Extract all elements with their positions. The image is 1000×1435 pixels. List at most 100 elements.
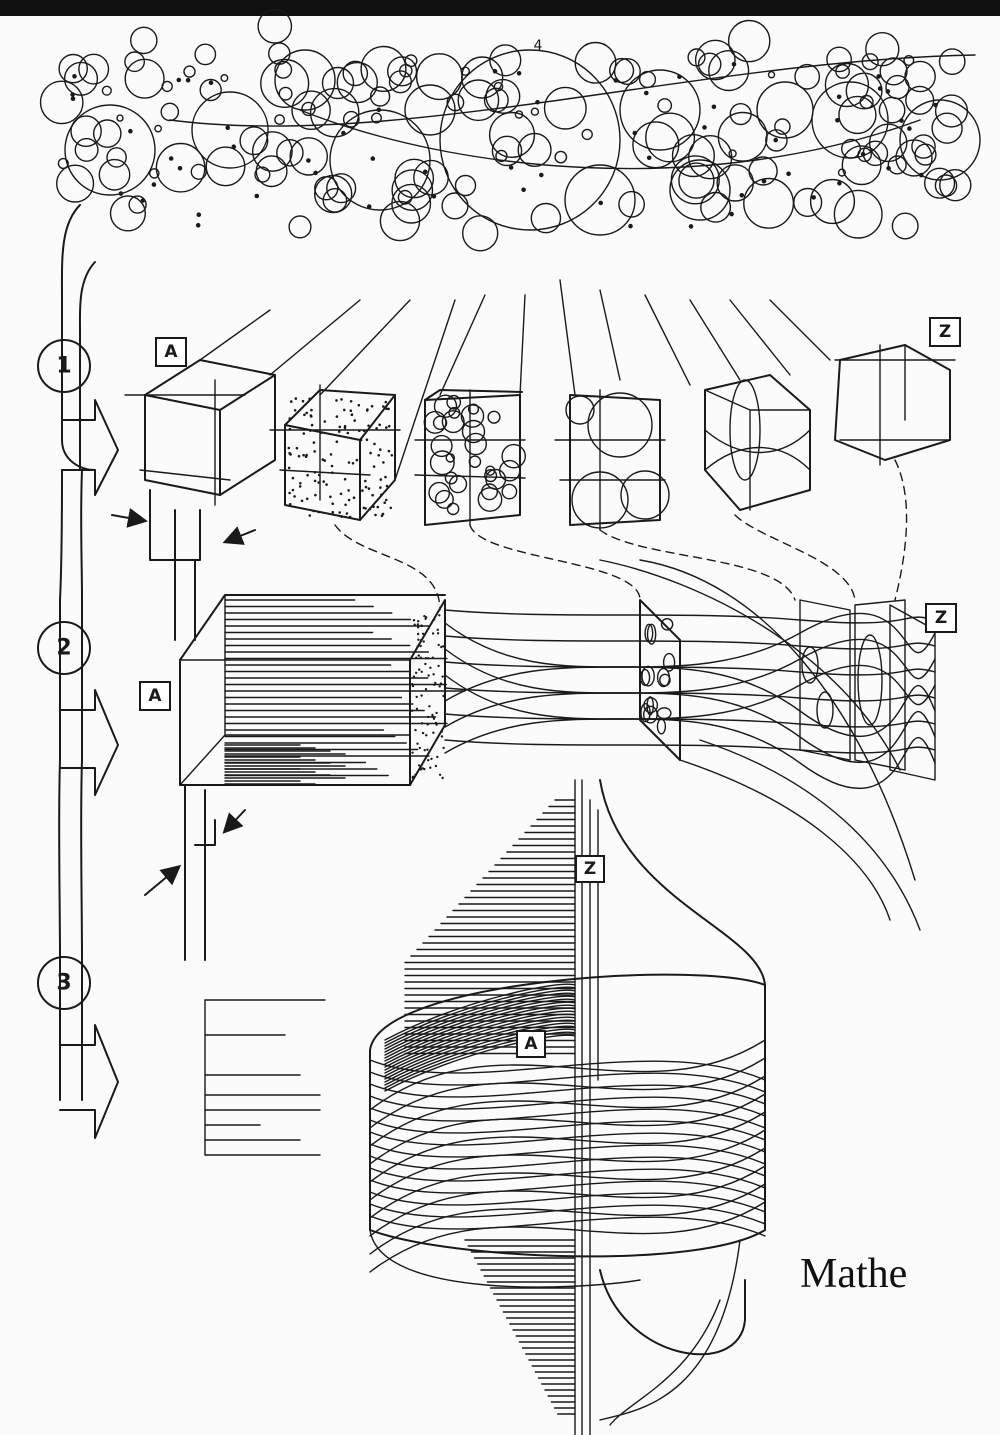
speckle [294,397,298,400]
speckle [330,464,334,468]
speckle [313,471,317,474]
bubble [581,128,593,141]
cube-bubble [434,489,454,509]
speckle [353,419,357,422]
bubble [379,200,421,242]
bubble [64,104,156,196]
band-top-line [384,1022,576,1080]
speckle [288,503,292,506]
bubble [267,42,291,65]
bubble-dot [128,128,133,134]
bubble [618,190,645,218]
bubble-dot [118,191,124,196]
speckle [301,399,305,403]
panel-speckle [431,656,434,659]
speckle [348,515,352,519]
bubble [765,129,788,152]
speckle [331,471,334,475]
panel-speckle [423,615,426,618]
band-line [369,1203,766,1225]
bubble [57,157,69,170]
speckle [355,458,359,462]
strand [444,635,936,650]
panel-speckle [428,705,431,708]
sweep-arcs [599,559,921,931]
speckle [385,484,389,488]
step-brace-column [58,204,119,1139]
band-line [369,1179,766,1201]
cube-sequence [124,344,956,531]
speckle [303,413,306,417]
bubble [743,177,795,229]
speckle [313,479,317,483]
speckle [384,475,387,479]
bubble [160,102,180,122]
speckle [302,432,306,435]
bubble [314,174,353,214]
speckle [385,426,388,429]
cube-lens [704,374,811,511]
bubble-dot [196,212,202,217]
badge-z-row2-label: Z [935,608,947,628]
panel-hole [656,667,671,688]
band-line [369,1039,766,1111]
cloud-arc [169,54,976,127]
badge-z-row2: Z [925,603,957,633]
panel-speckle [410,683,414,686]
bubble [841,138,862,159]
panel-speckle [417,626,420,629]
speckle [349,400,353,403]
bubble-dot [70,92,75,97]
bubble-dot [729,211,734,217]
bubble [657,98,673,113]
bubble [514,110,524,119]
panel-speckle [436,632,440,635]
cube-a [124,359,276,506]
speckle [312,441,316,444]
bubble-dot [731,61,737,67]
band-top-line [384,983,576,1041]
panel-speckle [420,670,423,673]
bubble [938,48,966,75]
step-1-marker: 1 [37,339,91,393]
bubble [39,80,84,125]
bubble-dot [761,178,767,184]
speckle [339,492,343,496]
panel-speckle [427,674,430,677]
badge-z-row3-label: Z [584,859,596,879]
bubble-dot [702,125,707,130]
speckle [297,454,301,458]
band-line [369,1191,766,1213]
panel-speckle [432,673,435,676]
strand [444,739,936,754]
panel-speckled [409,599,446,786]
speckle [351,462,355,465]
panel-hole [646,696,655,716]
bubble-dot [70,96,76,101]
panel-hole [662,652,676,672]
bubble-dot [177,165,183,171]
panel-hole [656,718,667,735]
band-line [369,1075,766,1147]
panel-speckle [425,616,428,619]
bubble-dot [306,158,311,163]
speckle [370,404,374,408]
bubble [809,178,856,225]
band-top-line [384,1010,576,1068]
panel-speckle [419,656,422,659]
panel-bubbled-holes [639,618,676,735]
speckle [310,408,313,412]
band-line [369,1129,766,1201]
speckle [298,485,302,488]
cube-bubble [446,502,460,516]
bubble [205,146,246,187]
bubble [446,93,465,112]
cube-bubble [430,434,453,458]
speckle [313,450,317,453]
band-top-line [384,992,576,1050]
bubble-dot [773,137,779,143]
bubble [903,55,915,67]
bubble-dot [176,77,182,83]
speckle [290,400,293,403]
